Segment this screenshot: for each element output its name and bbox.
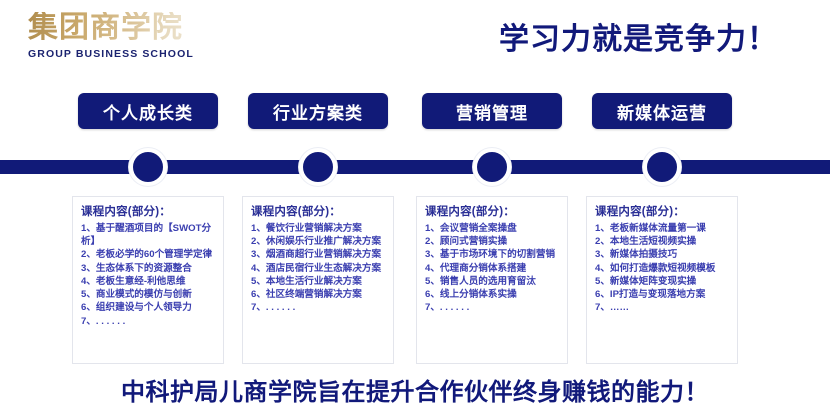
list-item: 4、如何打造爆款短视频模板 [595,262,716,274]
card-title: 课程内容(部分)： [251,206,341,218]
list-item: 2、休闲娱乐行业推广解决方案 [251,236,382,248]
list-item: 3、生态体系下的资源整合 [81,262,192,274]
category-button-marketing-management[interactable]: 营销管理 [422,93,562,129]
category-button-row: 个人成长类 行业方案类 营销管理 新媒体运营 [0,93,830,131]
list-item: 5、商业模式的模仿与创新 [81,289,192,301]
list-item: 7、. . . . . . [251,302,296,314]
list-item: 5、销售人员的选用育留汰 [425,275,536,287]
card-item-list: 1、餐饮行业营销解决方案 2、休闲娱乐行业推广解决方案 3、烟酒商超行业营销解决… [251,222,387,315]
card-title: 课程内容(部分)： [81,206,171,218]
timeline-node-4 [643,148,681,186]
category-button-new-media-operations[interactable]: 新媒体运营 [592,93,732,129]
list-item: 2、老板必学的60个管理学定律 [81,249,213,261]
card-item-list: 1、老板新媒体流量第一课 2、本地生活短视频实操 3、新媒体拍摄技巧 4、如何打… [595,222,731,315]
page-title: 学习力就是竞争力！ [499,23,778,56]
card-item-list: 1、会议营销全案操盘 2、顾问式营销实操 3、基于市场环境下的切割营销 4、代理… [425,222,561,315]
list-item: 1、餐饮行业营销解决方案 [251,222,362,234]
list-item: 6、IP打造与变现落地方案 [595,289,706,301]
list-item: 1、会议营销全案操盘 [425,222,517,234]
brand-logo-cn: 集团商学院 [28,12,208,44]
card-title: 课程内容(部分)： [425,206,515,218]
category-button-personal-growth[interactable]: 个人成长类 [78,93,218,129]
list-item: 6、组织建设与个人领导力 [81,302,192,314]
category-button-industry-solutions[interactable]: 行业方案类 [248,93,388,129]
list-item: 4、酒店民宿行业生态解决方案 [251,262,382,274]
footer-slogan: 中科护局儿商学院旨在提升合作伙伴终身赚钱的能力！ [121,379,709,406]
list-item: 6、社区终端营销解决方案 [251,289,362,301]
card-title: 课程内容(部分)： [595,206,685,218]
list-item: 5、新媒体矩阵变现实操 [595,275,697,287]
list-item: 2、本地生活短视频实操 [595,236,697,248]
course-card-row: 课程内容(部分)： 1、基于醒酒项目的【SWOT分析】 2、老板必学的60个管理… [0,196,830,368]
list-item: 2、顾问式营销实操 [425,236,508,248]
course-card: 课程内容(部分)： 1、餐饮行业营销解决方案 2、休闲娱乐行业推广解决方案 3、… [242,196,394,364]
card-item-list: 1、基于醒酒项目的【SWOT分析】 2、老板必学的60个管理学定律 3、生态体系… [81,222,217,328]
brand-logo-en: GROUP BUSINESS SCHOOL [28,47,194,60]
list-item: 1、老板新媒体流量第一课 [595,222,706,234]
timeline-bar [0,160,830,174]
list-item: 5、本地生活行业解决方案 [251,275,362,287]
list-item: 3、烟酒商超行业营销解决方案 [251,249,382,261]
timeline-node-3 [473,148,511,186]
timeline-node-1 [129,148,167,186]
list-item: 3、新媒体拍摄技巧 [595,249,678,261]
course-card: 课程内容(部分)： 1、会议营销全案操盘 2、顾问式营销实操 3、基于市场环境下… [416,196,568,364]
course-card: 课程内容(部分)： 1、基于醒酒项目的【SWOT分析】 2、老板必学的60个管理… [72,196,224,364]
list-item: 7、…… [595,302,630,314]
list-item: 3、基于市场环境下的切割营销 [425,249,556,261]
brand-logo: 集团商学院 GROUP BUSINESS SCHOOL [28,12,208,60]
list-item: 4、代理商分销体系搭建 [425,262,527,274]
list-item: 7、. . . . . . [425,302,470,314]
list-item: 6、线上分销体系实操 [425,289,517,301]
list-item: 7、. . . . . . [81,315,126,327]
timeline-node-2 [299,148,337,186]
list-item: 1、基于醒酒项目的【SWOT分析】 [81,222,212,248]
course-card: 课程内容(部分)： 1、老板新媒体流量第一课 2、本地生活短视频实操 3、新媒体… [586,196,738,364]
list-item: 4、老板生意经-利他思维 [81,275,186,287]
